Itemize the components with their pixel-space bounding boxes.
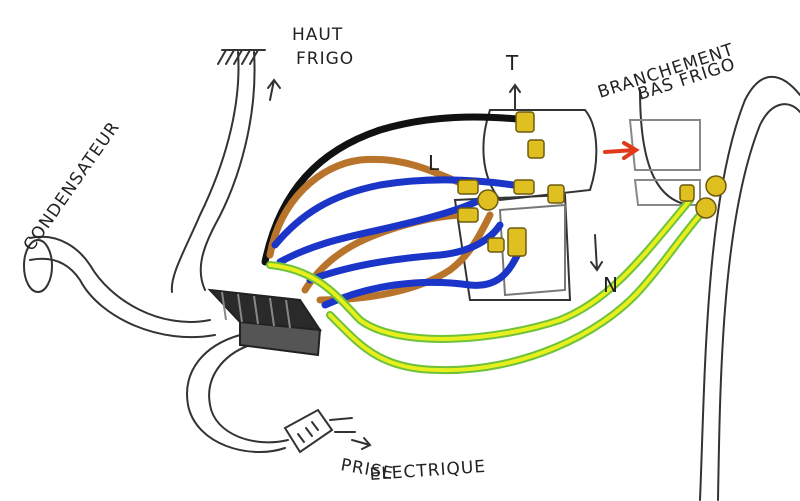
label-electrique: ELECTRIQUE [369, 457, 487, 485]
terminal-connector [457, 207, 479, 223]
terminal-connector [515, 111, 535, 133]
screw-terminal [695, 197, 717, 219]
label-terminal-l: L [428, 151, 440, 175]
brown-wire-1 [266, 155, 469, 259]
terminal-connector [679, 184, 695, 202]
terminal-connector [513, 179, 535, 195]
terminal-connector [547, 184, 565, 204]
earth-wire-1-yellow [268, 198, 692, 341]
earth-wire-2-yellow [328, 213, 702, 373]
blue-wire-3 [306, 221, 504, 284]
wires [261, 113, 704, 375]
brown-wire-3 [316, 211, 494, 304]
junction-block [207, 288, 323, 357]
label-haut: HAUT [292, 25, 343, 45]
label-terminal-n: N [603, 273, 619, 297]
label-terminal-t: T [505, 51, 519, 75]
terminal-connector [487, 237, 505, 253]
terminals [457, 111, 727, 257]
label-frigo: FRIGO [296, 49, 354, 69]
blue-wire-2 [276, 196, 484, 266]
blue-wire-4 [321, 246, 524, 309]
sketch-outlines [23, 49, 800, 501]
screw-terminal [477, 189, 499, 211]
red-arrow-icon [603, 141, 640, 160]
terminal-connector [457, 179, 479, 195]
terminal-connector [507, 227, 527, 257]
screw-terminal [705, 175, 727, 197]
terminal-connector [527, 139, 545, 159]
black-wire [261, 113, 532, 266]
label-condensateur: CONDENSATEUR [20, 118, 124, 255]
